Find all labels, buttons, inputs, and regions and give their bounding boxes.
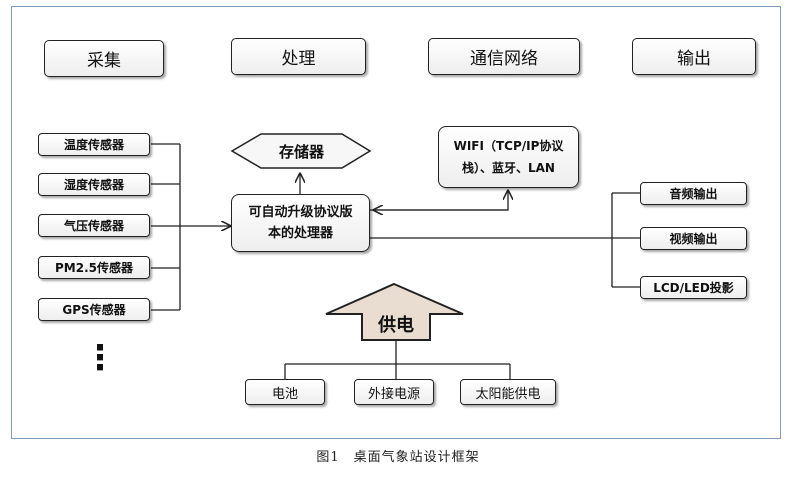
header-collect: 采集 <box>44 40 164 77</box>
sensor-temperature: 温度传感器 <box>38 133 150 156</box>
output-projection: LCD/LED投影 <box>640 276 747 299</box>
header-output: 输出 <box>632 38 756 75</box>
processor-line2: 本的处理器 <box>267 226 333 241</box>
output-audio: 音频输出 <box>640 182 747 205</box>
network-line2: 栈）、蓝牙、LAN <box>462 161 555 175</box>
sensor-pressure: 气压传感器 <box>38 214 150 237</box>
header-process: 处理 <box>231 38 366 75</box>
processor-line1: 可自动升级协议版 <box>248 205 353 220</box>
header-network: 通信网络 <box>428 38 580 75</box>
processor-box: 可自动升级协议版 本的处理器 <box>231 194 370 252</box>
power-battery: 电池 <box>245 379 325 405</box>
sensor-gps: GPS传感器 <box>38 298 150 321</box>
output-video: 视频输出 <box>640 227 747 250</box>
power-external: 外接电源 <box>354 379 434 405</box>
storage-label: 存储器 <box>278 142 324 161</box>
power-solar: 太阳能供电 <box>460 379 556 405</box>
network-box: WIFI（TCP/IP协议 栈）、蓝牙、LAN <box>438 126 579 188</box>
network-line1: WIFI（TCP/IP协议 <box>453 139 564 153</box>
sensor-humidity: 湿度传感器 <box>38 173 150 196</box>
storage-shape <box>230 133 372 169</box>
sensor-pm25: PM2.5传感器 <box>38 256 150 279</box>
sensor-ellipsis: ⋮ <box>83 338 117 378</box>
figure-caption: 图1 桌面气象站设计框架 <box>316 450 480 465</box>
power-label: 供电 <box>378 315 414 336</box>
